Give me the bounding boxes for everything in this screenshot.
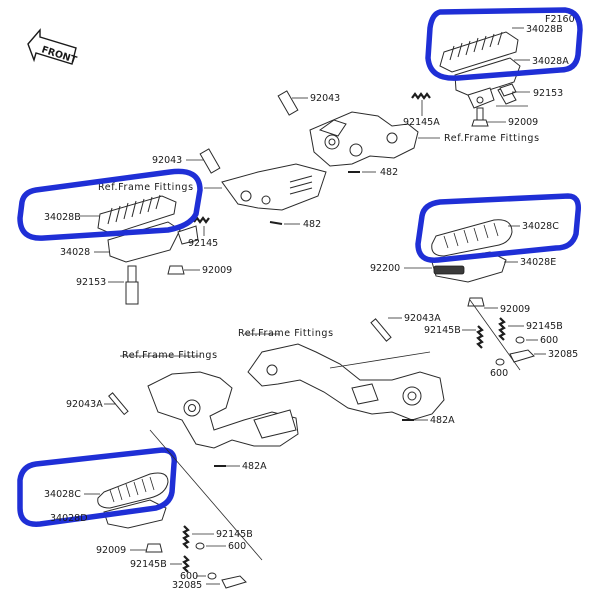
label-92145B-bottom-1: 92145B: [216, 529, 253, 540]
highlight-34028C-right: [415, 193, 582, 263]
pin-32085-bottom: [221, 575, 247, 589]
label-92153-top: 92153: [533, 88, 563, 99]
label-92043-top: 92043: [310, 93, 340, 104]
label-482-mid: 482: [303, 219, 321, 230]
label-600-right-1: 600: [540, 335, 558, 346]
label-92043A-right: 92043A: [404, 313, 441, 324]
spring-92145A: [411, 92, 431, 100]
label-92145: 92145: [188, 238, 218, 249]
left-mid-footpeg-assembly: [97, 194, 199, 305]
label-92043A-left: 92043A: [66, 399, 103, 410]
highlight-34028B-top: [425, 7, 583, 81]
pin-32085-right: [509, 349, 535, 363]
label-600-right-2: 600: [490, 368, 508, 379]
ref-frame-top: Ref.Frame Fittings: [444, 133, 540, 144]
ref-frame-lower-right: Ref.Frame Fittings: [238, 328, 334, 339]
label-92145B-bottom-2: 92145B: [130, 559, 167, 570]
label-92009-right: 92009: [500, 304, 530, 315]
label-92043-mid: 92043: [152, 155, 182, 166]
label-92009-bottom: 92009: [96, 545, 126, 556]
spring-92145: [193, 216, 210, 224]
pin-92043A-right: [370, 318, 392, 342]
spring-92145B-right-2: [498, 317, 506, 341]
top-bracket-assembly: [277, 90, 419, 167]
label-34028C-left: 34028C: [44, 489, 81, 500]
label-34028C-right: 34028C: [522, 221, 559, 232]
label-600-bottom-1: 600: [228, 541, 246, 552]
label-34028D: 34028D: [50, 513, 88, 524]
label-482-top: 482: [380, 167, 398, 178]
right-mid-footpeg-assembly: [431, 219, 513, 307]
highlight-34028B-left: [17, 168, 203, 241]
main-frame-bracket: [247, 343, 445, 421]
washer-600-right-1: [515, 336, 525, 344]
spring-92145B-bottom-2: [182, 555, 190, 573]
reference-lines: [149, 105, 528, 561]
label-92153-left: 92153: [76, 277, 106, 288]
label-482A-right: 482A: [430, 415, 455, 426]
ref-frame-lower-left: Ref.Frame Fittings: [122, 350, 218, 361]
bolt-92153-top: [499, 83, 530, 97]
label-600-bottom-2: 600: [180, 571, 198, 582]
label-32085-right: 32085: [548, 349, 578, 360]
pin-482-mid: [269, 221, 283, 225]
washer-600-bottom-1: [195, 542, 205, 550]
label-34028B-left: 34028B: [44, 212, 81, 223]
label-92145A: 92145A: [403, 117, 440, 128]
label-34028: 34028: [60, 247, 90, 258]
spring-92145B-right-1: [476, 325, 484, 349]
label-92145B-right-1: 92145B: [424, 325, 461, 336]
label-92009-left: 92009: [202, 265, 232, 276]
spring-92145B-bottom-1: [182, 525, 190, 549]
label-32085-bottom: 32085: [172, 580, 202, 591]
label-34028E: 34028E: [520, 257, 556, 268]
pin-92043A-left: [108, 392, 129, 416]
label-92200: 92200: [370, 263, 400, 274]
mid-bracket-assembly: [199, 148, 327, 211]
ref-frame-mid: Ref.Frame Fittings: [98, 182, 194, 193]
label-482A-left: 482A: [242, 461, 267, 472]
label-92145B-right-2: 92145B: [526, 321, 563, 332]
label-34028A: 34028A: [532, 56, 569, 67]
front-arrow-icon: FRONT: [27, 28, 79, 66]
figure-code: F2160: [545, 14, 575, 25]
highlight-34028C-left: [17, 447, 177, 527]
left-lower-bracket: [147, 371, 299, 449]
label-92009-top: 92009: [508, 117, 538, 128]
washer-600-bottom-2: [207, 572, 217, 580]
washer-600-right-2: [495, 358, 505, 366]
label-34028B-top: 34028B: [526, 24, 563, 35]
